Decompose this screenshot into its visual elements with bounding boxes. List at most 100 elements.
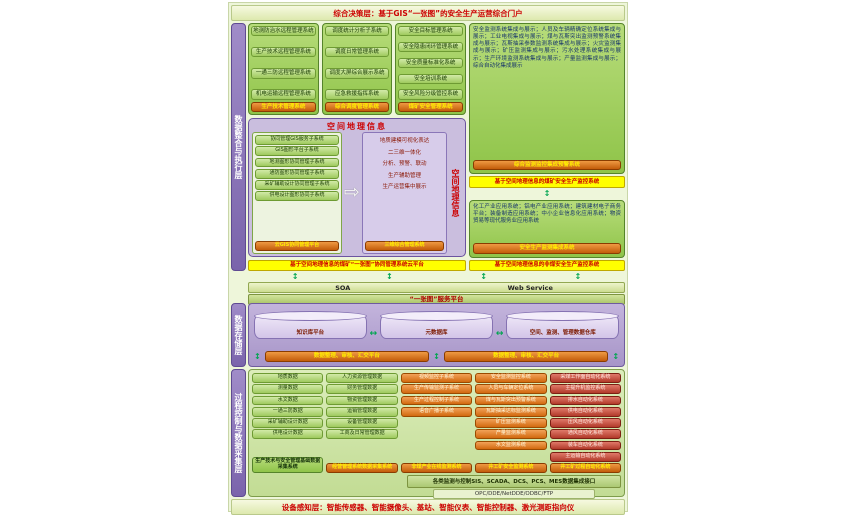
subsystem-item: 主提升机监控系统 <box>549 384 622 394</box>
architecture-diagram: 综合决策层：基于GIS“一张图”的安全生产运营综合门户 数据整合与执行层 地测防… <box>228 2 628 515</box>
vertical-arrows: ↕ <box>469 189 625 198</box>
layer1-left-column: 地测防治水远程管理系统生产技术远程管理系统一通三防远程管理系统机电运输远程管理系… <box>248 23 467 271</box>
acquisition-columns-row: 地质数据测量数据水文数据一通三防数据采矿辅助设计数据供电设计数据 生产技术与安全… <box>252 373 622 473</box>
subsystem-item: 视频监控子系统 <box>400 373 473 383</box>
data-item: 一通三防数据 <box>252 406 324 417</box>
monitoring-integration-text: 安全监测系统集成与展示；人员及车辆精确定位系统集成与展示；工业电视集成与展示；煤… <box>473 27 621 69</box>
soa-label: SOA <box>335 283 351 292</box>
column-noncoal-monitoring: 视频监控子系统生产传输监测子系统生产过程控制子系统语音广播子系统 非煤产业在线监… <box>400 373 473 473</box>
data-exchange-bars-row: ↕ 数据整理、审核、汇交平台 ↕ 数据整理、审核、汇交平台 ↕ <box>254 350 619 363</box>
gis-capability-item: 生产辅助管理 <box>387 172 421 179</box>
data-item: 设备管理数据 <box>326 418 398 428</box>
vertical-arrows: ↕ ↕ ↕ ↕ <box>248 273 625 281</box>
data-item: 供电设计数据 <box>252 429 324 439</box>
column-items: 采煤工作面自动化系统主提升机监控系统排水自动化系统供电自动化系统压风自动化系统通… <box>549 373 622 462</box>
double-arrow-icon: ↕ <box>612 352 620 361</box>
subsystem-item: 瓦斯抽采达标监测系统 <box>475 406 547 417</box>
data-item: 采矿辅助设计数据 <box>252 418 324 428</box>
column-mine-safety-monitoring: 安全监测监控系统人员与车辆定位系统煤与瓦斯突出预警系统瓦斯抽采达标监测系统矿压监… <box>475 373 547 473</box>
subsystem-item: 主运输自动化系统 <box>549 451 622 462</box>
data-item: 测量数据 <box>252 384 324 394</box>
group-items: 调度统计分析子系统调度日常管理系统调度大屏综合展示系统应急救援指挥系统 <box>324 26 390 100</box>
subsystem-item: 人员与车辆定位系统 <box>475 384 547 394</box>
process-layer-content: 地质数据测量数据水文数据一通三防数据采矿辅助设计数据供电设计数据 生产技术与安全… <box>248 369 625 499</box>
group-box-production-tech: 地测防治水远程管理系统生产技术远程管理系统一通三防远程管理系统机电运输远程管理系… <box>248 23 319 115</box>
group-box-safety: 安全目标管理系统安全隐患闭环管理系统安全质量标准化系统安全培训系统安全风险分级管… <box>395 23 467 115</box>
protocols-bar: OPC/DDE/NetDDE/ODBC/FTP <box>432 488 596 499</box>
system-item: 调度日常管理系统 <box>324 47 390 58</box>
cylinder-label: 空间、监测、管理数据仓库 <box>529 329 596 336</box>
storage-layer: 数据存储层 知识库平台 ↔ 元数据库 ↔ 空间、监测、管理数据仓库 ↕ 数据整理… <box>231 303 625 367</box>
group-box-dispatch: 调度统计分析子系统调度日常管理系统调度大屏综合展示系统应急救援指挥系统 综合调度… <box>321 23 393 115</box>
web-service-label: Web Service <box>507 283 553 292</box>
system-item: 安全风险分级管控系统 <box>398 89 464 100</box>
group-footer-button: 生产技术管理系统 <box>251 101 316 112</box>
coal-safety-highlight: 基于空间地理信息的煤矿安全生产监控系统 <box>469 176 625 188</box>
integration-interface-bar: 各类监测与控制SIS、SCADA、DCS、PCS、MES数据集成接口 <box>406 474 621 488</box>
subsystem-item: 安全监测监控系统 <box>475 373 547 383</box>
process-layer: 过程控制与数据采集层 地质数据测量数据水文数据一通三防数据采矿辅助设计数据供电设… <box>231 369 625 499</box>
column-footer: 经营管理系统数据采集系统 <box>326 463 398 473</box>
double-arrow-icon: ↕ <box>574 272 582 281</box>
system-item: 调度统计分析子系统 <box>324 26 390 37</box>
system-item: 一通三防远程管理系统 <box>251 68 316 79</box>
cylinder-label: 元数据库 <box>425 329 448 336</box>
coal-onemap-highlight: 基于空间地理信息的煤矿“一张图”协同管理系统云平台 <box>248 259 466 271</box>
column-items: 人力资源管理数据财务管理数据物资管理数据运销管理数据设备管理数据工商及日常管理数… <box>326 373 398 462</box>
data-item: 地质数据 <box>252 373 324 383</box>
column-items: 地质数据测量数据水文数据一通三防数据采矿辅助设计数据供电设计数据 <box>252 373 324 456</box>
column-mine-automation: 采煤工作面自动化系统主提升机监控系统排水自动化系统供电自动化系统压风自动化系统通… <box>549 373 622 473</box>
subsystem-item: 矿压监测系统 <box>475 418 547 428</box>
gis-side-label: 空间地理信息 <box>451 168 460 217</box>
column-items: 安全监测监控系统人员与车辆定位系统煤与瓦斯突出预警系统瓦斯抽采达标监测系统矿压监… <box>475 373 547 462</box>
gis-mid-items: 地质建模可视化表达二三维一体化分析、预警、联动生产辅助管理生产运营集中展示 <box>365 135 444 240</box>
subsystem-item: 生产传输监测子系统 <box>400 384 473 394</box>
database-cylinders-row: 知识库平台 ↔ 元数据库 ↔ 空间、监测、管理数据仓库 <box>254 307 620 339</box>
cloud-gis-platform-button: 云GIS协同管理平台 <box>255 240 339 251</box>
top-banner: 综合决策层：基于GIS“一张图”的安全生产运营综合门户 <box>231 5 625 21</box>
gis-box-title: 空间地理信息 <box>327 122 387 131</box>
gis-capability-item: 生产运营集中展示 <box>382 184 427 190</box>
group-footer-button: 综合调度管理系统 <box>324 101 390 112</box>
subsystem-item: 生产过程控制子系统 <box>400 395 473 406</box>
double-arrow-icon: ↕ <box>386 272 393 281</box>
data-exchange-platform-left: 数据整理、审核、汇交平台 <box>264 351 430 362</box>
bottom-banner: 设备感知层：智能传感器、智能摄像头、基站、智能仪表、智能控制器、激光测距指向仪 <box>231 499 625 515</box>
subsystem-item: 通风自动化系统 <box>549 429 622 439</box>
subsystem-item: 装车自动化系统 <box>549 440 622 451</box>
column-items: 视频监控子系统生产传输监测子系统生产过程控制子系统语音广播子系统 <box>400 373 473 462</box>
noncoal-safety-highlight: 基于空间地理信息的非煤安全生产监控系统 <box>469 259 625 271</box>
system-item: 调度大屏综合展示系统 <box>324 68 390 79</box>
subsystem-item: 语音广播子系统 <box>400 406 473 417</box>
double-arrow-icon: ↕ <box>433 352 440 361</box>
column-footer: 井工矿过程自动化系统 <box>549 463 622 473</box>
column-footer: 非煤产业在线监测系统 <box>400 463 473 473</box>
system-item: 安全质量标准化系统 <box>398 57 464 68</box>
industry-monitoring-button: 安全生产监测集成系统 <box>473 243 621 254</box>
integration-layer: 数据整合与执行层 地测防治水远程管理系统生产技术远程管理系统一通三防远程管理系统… <box>231 23 625 271</box>
metadata-db-cylinder: 元数据库 <box>380 311 493 339</box>
gis-capability-item: 地质建模可视化表达 <box>379 138 430 144</box>
system-item: 机电运输远程管理系统 <box>251 89 316 100</box>
soa-bar: SOA Web Service <box>248 282 625 293</box>
double-arrow-icon: ↕ <box>254 352 261 361</box>
storage-layer-content: 知识库平台 ↔ 元数据库 ↔ 空间、监测、管理数据仓库 ↕ 数据整理、审核、汇交… <box>248 303 625 367</box>
subsystem-item: 压风自动化系统 <box>549 418 622 428</box>
data-item: 运销管理数据 <box>326 406 398 417</box>
horizontal-arrow-icon: ↔ <box>495 329 504 339</box>
layer1-right-column: 安全监测系统集成与展示；人员及车辆精确定位系统集成与展示；工业电视集成与展示；煤… <box>469 23 625 271</box>
gis-subsystem-item: 采矿辅助设计协同管理子系统 <box>255 180 339 190</box>
system-item: 地测防治水远程管理系统 <box>251 26 316 37</box>
warehouse-cylinder: 空间、监测、管理数据仓库 <box>506 311 620 339</box>
system-groups-row: 地测防治水远程管理系统生产技术远程管理系统一通三防远程管理系统机电运输远程管理系… <box>248 23 467 115</box>
group-footer-button: 煤矿安全管理系统 <box>398 101 464 112</box>
integration-layer-content: 地测防治水远程管理系统生产技术远程管理系统一通三防远程管理系统机电运输远程管理系… <box>248 23 625 271</box>
double-arrow-icon: ↕ <box>291 272 299 281</box>
system-item: 安全目标管理系统 <box>398 26 464 37</box>
gis-capability-item: 二三维一体化 <box>387 149 421 156</box>
